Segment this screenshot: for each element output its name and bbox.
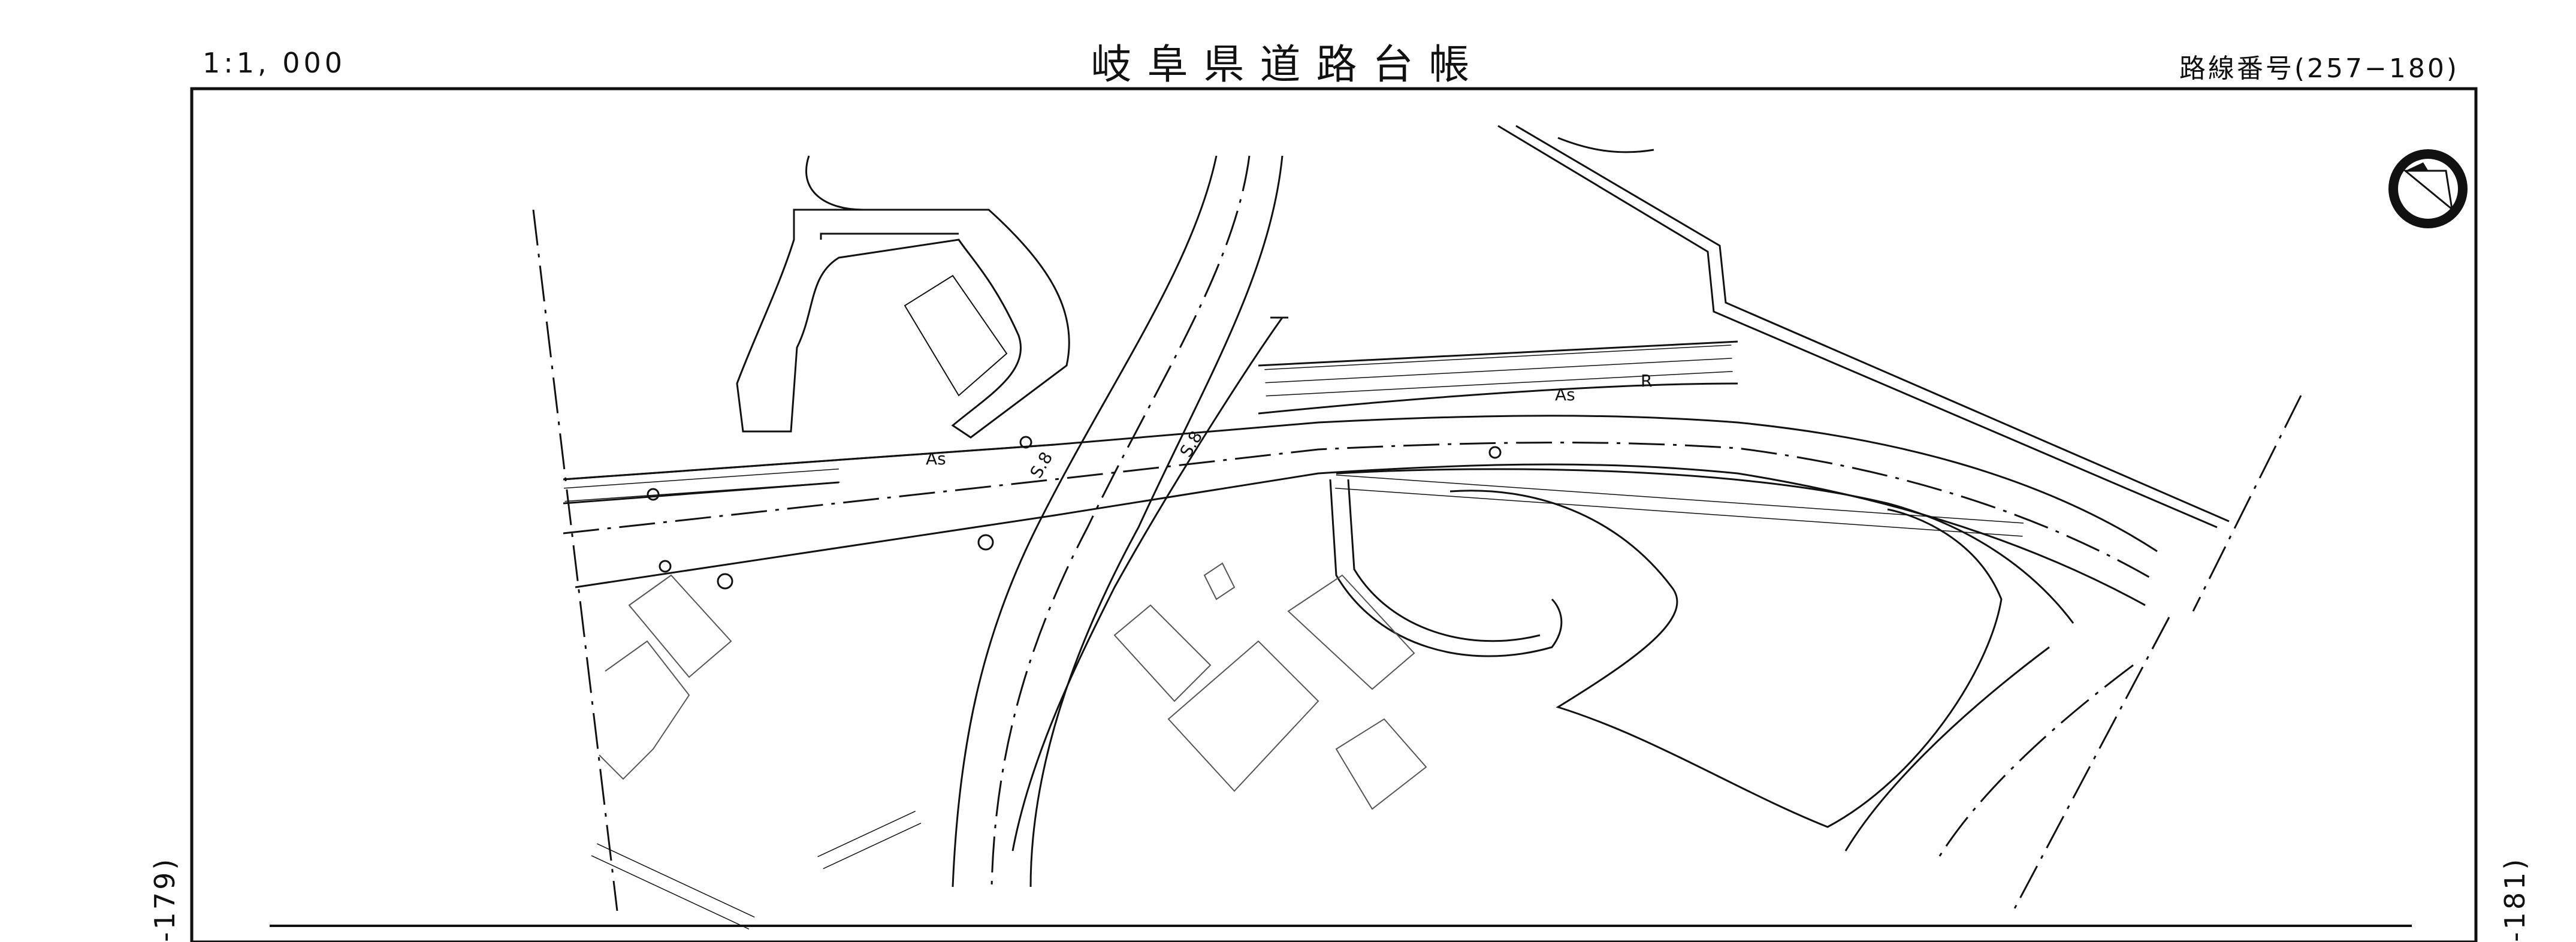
hill-contour (736, 155, 1070, 439)
north-arrow-icon (2388, 149, 2468, 228)
crossing-road (952, 155, 1288, 887)
surface-label: As (1555, 385, 1575, 404)
scale-label: 1:1, 000 (203, 47, 346, 79)
marker-label: R (1641, 371, 1652, 391)
surface-label: As (926, 449, 946, 469)
map-title: 岐阜県道路台帳 (1091, 41, 1485, 89)
access-road (1329, 479, 1563, 657)
map-frame (190, 87, 2478, 942)
main-road (563, 415, 2158, 606)
sheet-header: 1:1, 000 岐阜県道路台帳 路線番号(257−180) (0, 0, 2576, 89)
slope-label: S.8 (1026, 448, 1056, 481)
left-boundary (532, 209, 618, 911)
boundary-line (1497, 125, 2230, 529)
buildings (599, 562, 1427, 810)
parcel-outline (1449, 490, 2003, 828)
utility-pole-icon (647, 436, 1032, 551)
manhole-icon (659, 446, 1502, 590)
lower-right-road (1844, 395, 2302, 911)
route-number: 路線番号(257−180) (2179, 53, 2459, 84)
